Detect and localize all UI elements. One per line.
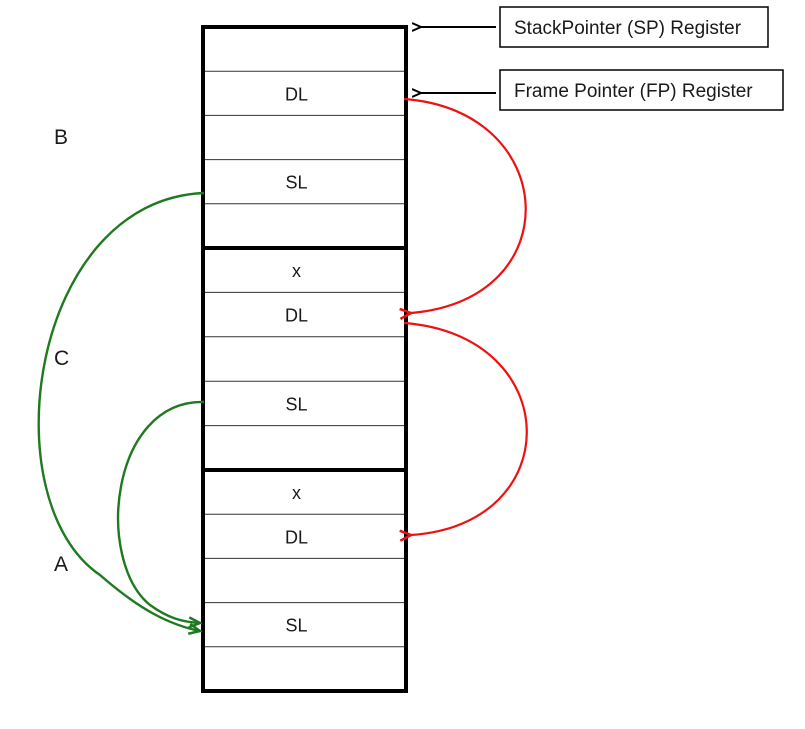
dynamic-link-b-to-c [404, 97, 527, 313]
dynamic-link-c-to-a [404, 321, 528, 535]
frame-label-a: A [54, 553, 68, 576]
stack-cell-a-dl: DL [285, 527, 308, 547]
frame-label-c: C [54, 347, 69, 370]
stack-cell-a-x: x [292, 483, 301, 503]
stack-cell-c-dl: DL [285, 306, 308, 326]
stack-cell-a-sl: SL [285, 616, 307, 636]
stack-pointer-register-box [499, 6, 769, 48]
static-link-c-to-a [116, 400, 205, 623]
frame-pointer-register-label: Frame Pointer (FP) Register [514, 81, 753, 102]
stack-pointer-register: StackPointer (SP) Register [499, 6, 769, 48]
stack-outer-border [201, 25, 408, 693]
stack-cell-c-sl: SL [285, 394, 307, 414]
frame-label-b: B [54, 126, 68, 149]
stack-cell-c-x: x [292, 261, 301, 281]
frame-pointer-register: Frame Pointer (FP) Register [499, 69, 784, 111]
stack-pointer-register-label: StackPointer (SP) Register [514, 18, 742, 39]
stack-cell-b-sl: SL [285, 173, 307, 193]
stack-cell-b-dl: DL [285, 84, 308, 104]
static-link-b-to-a [37, 191, 205, 631]
frame-pointer-register-box [499, 69, 784, 111]
